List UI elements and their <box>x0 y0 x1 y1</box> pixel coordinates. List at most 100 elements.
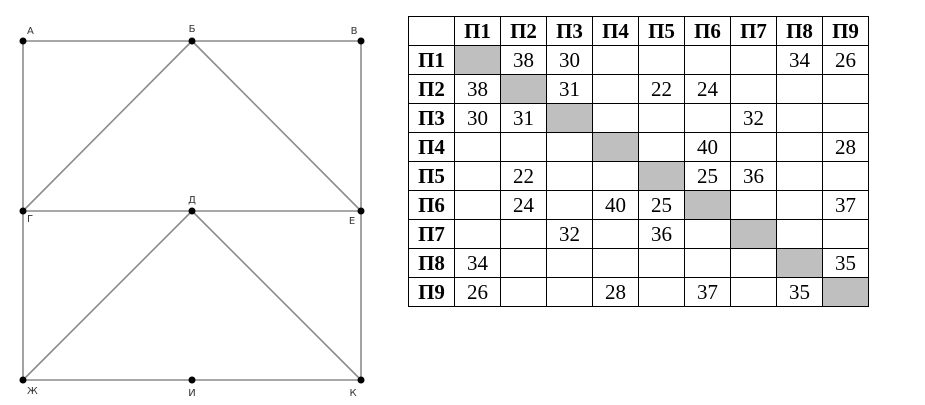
distance-cell <box>776 190 823 220</box>
diagonal-cell <box>730 219 777 249</box>
distance-cell <box>454 132 501 162</box>
distance-cell: 35 <box>776 277 823 307</box>
row-header: П3 <box>408 103 455 133</box>
distance-cell <box>822 161 869 191</box>
corner-cell <box>408 16 455 46</box>
distance-cell: 30 <box>454 103 501 133</box>
distance-cell: 34 <box>776 45 823 75</box>
distance-cell <box>500 219 547 249</box>
distance-cell: 32 <box>546 219 593 249</box>
distance-cell <box>500 277 547 307</box>
distance-cell <box>730 190 777 220</box>
distance-cell: 28 <box>822 132 869 162</box>
row-header: П1 <box>408 45 455 75</box>
column-header: П9 <box>822 16 869 46</box>
edge-zh-d <box>22 210 193 381</box>
distance-cell <box>592 219 639 249</box>
column-header: П2 <box>500 16 547 46</box>
node-zh <box>19 376 27 384</box>
node-b <box>188 37 196 45</box>
row-header: П7 <box>408 219 455 249</box>
distance-cell <box>638 45 685 75</box>
distance-cell: 22 <box>638 74 685 104</box>
distance-cell: 32 <box>730 103 777 133</box>
distance-cell: 40 <box>592 190 639 220</box>
distance-cell: 26 <box>454 277 501 307</box>
column-header: П7 <box>730 16 777 46</box>
distance-cell <box>730 277 777 307</box>
row-header: П2 <box>408 74 455 104</box>
distance-cell: 37 <box>684 277 731 307</box>
edge-b-e <box>191 40 362 212</box>
distance-cell: 26 <box>822 45 869 75</box>
row-header: П4 <box>408 132 455 162</box>
edge-d-k <box>191 210 362 381</box>
diagonal-cell <box>822 277 869 307</box>
node-d <box>188 207 196 215</box>
distance-cell <box>546 161 593 191</box>
distance-cell: 22 <box>500 161 547 191</box>
distance-cell <box>776 219 823 249</box>
distance-cell <box>684 248 731 278</box>
node-e <box>357 207 365 215</box>
diagonal-cell <box>454 45 501 75</box>
distance-cell: 28 <box>592 277 639 307</box>
node-g <box>19 207 27 215</box>
node-a <box>19 37 27 45</box>
distance-cell: 36 <box>638 219 685 249</box>
distance-cell: 31 <box>500 103 547 133</box>
diagonal-cell <box>500 74 547 104</box>
distance-cell <box>592 74 639 104</box>
distance-cell: 38 <box>454 74 501 104</box>
distance-cell <box>454 190 501 220</box>
distance-cell <box>822 74 869 104</box>
distance-cell <box>776 103 823 133</box>
distance-cell: 38 <box>500 45 547 75</box>
column-header: П4 <box>592 16 639 46</box>
distance-cell <box>500 248 547 278</box>
distance-cell: 24 <box>684 74 731 104</box>
distance-cell: 30 <box>546 45 593 75</box>
column-header: П8 <box>776 16 823 46</box>
row-header: П9 <box>408 277 455 307</box>
distance-cell <box>592 248 639 278</box>
edge-g-b <box>22 40 193 212</box>
diagonal-cell <box>684 190 731 220</box>
distance-cell: 34 <box>454 248 501 278</box>
distance-cell <box>454 161 501 191</box>
node-label-i: И <box>188 388 195 399</box>
distance-cell <box>592 103 639 133</box>
distance-cell <box>546 132 593 162</box>
distance-cell <box>684 219 731 249</box>
distance-cell <box>730 74 777 104</box>
distance-cell <box>776 132 823 162</box>
distance-cell <box>546 190 593 220</box>
diagonal-cell <box>592 132 639 162</box>
distance-cell <box>638 248 685 278</box>
distance-cell <box>454 219 501 249</box>
distance-cell <box>592 45 639 75</box>
distance-cell <box>822 103 869 133</box>
distance-cell <box>776 161 823 191</box>
row-header: П8 <box>408 248 455 278</box>
distance-cell <box>730 248 777 278</box>
distance-cell <box>546 248 593 278</box>
diagonal-cell <box>546 103 593 133</box>
node-label-b: Б <box>189 24 196 35</box>
distance-cell <box>730 45 777 75</box>
distance-cell <box>776 74 823 104</box>
node-label-v: В <box>351 26 358 37</box>
column-header: П3 <box>546 16 593 46</box>
row-header: П5 <box>408 161 455 191</box>
distance-cell <box>638 277 685 307</box>
column-header: П1 <box>454 16 501 46</box>
distance-cell <box>500 132 547 162</box>
diagonal-cell <box>638 161 685 191</box>
